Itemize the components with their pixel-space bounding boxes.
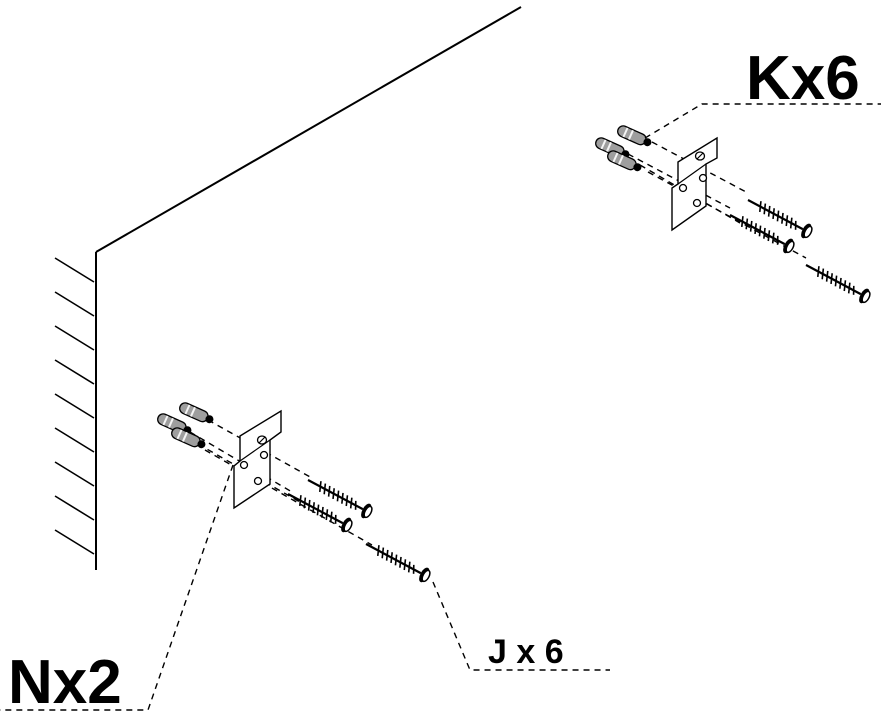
callout-bracket-label: Nx2 [8,648,122,717]
callout-screw-label: J x 6 [488,633,564,671]
wall [54,6,522,570]
bracket-assembly-lower [154,400,434,586]
leader-screw [432,581,610,671]
screw-icon [283,471,434,586]
bracket-assembly-upper [592,123,874,307]
leader-lines [0,103,881,711]
screw-icon [725,191,874,307]
wall-plug-icon [154,400,217,452]
leader-bracket [0,464,234,711]
mounting-bracket-icon [671,136,718,232]
callout-wall-plug-label: Kx6 [746,44,860,113]
wall-plug-icon [592,123,655,175]
leader-wall-plug [644,103,881,139]
wall-hatching [54,257,95,555]
mounting-bracket-icon [233,409,282,510]
